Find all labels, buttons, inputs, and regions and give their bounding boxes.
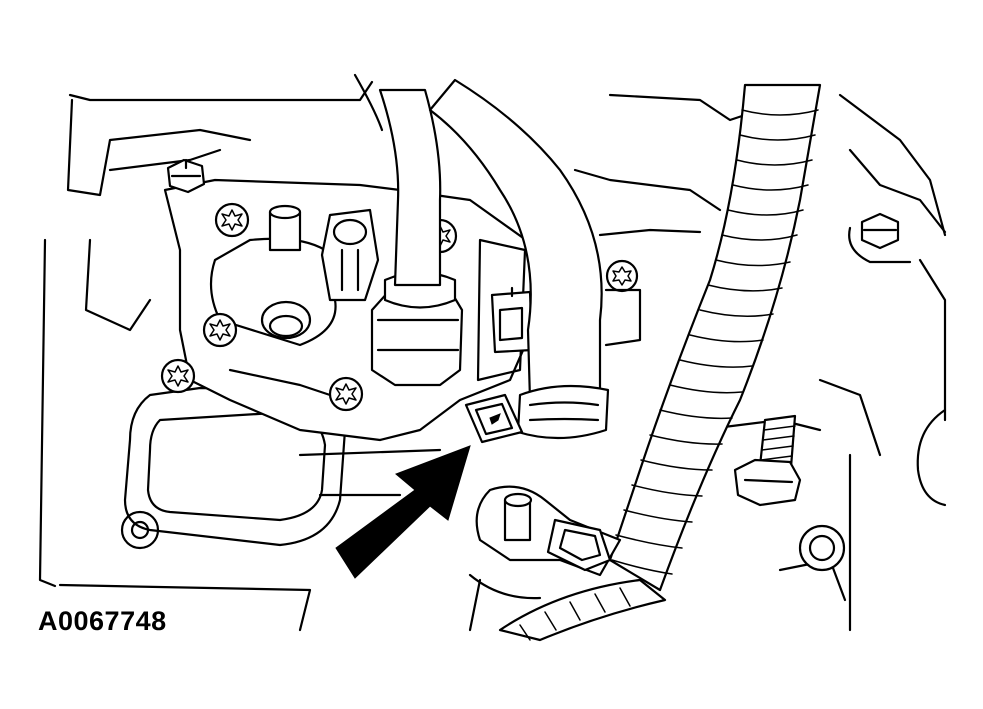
pipe-fitting	[370, 271, 464, 387]
torx-bolt-5	[328, 376, 364, 412]
round-boss	[798, 524, 846, 572]
bracket-clip	[468, 485, 622, 632]
hose-clip	[464, 393, 524, 444]
figure-id-label: A0067748	[38, 606, 167, 636]
torx-bolt-3	[202, 312, 238, 348]
corrugated-conduit-lower	[498, 578, 667, 642]
arrow-pointer-icon	[335, 445, 471, 579]
bolt-hex-left	[166, 158, 206, 194]
sensor-stud	[268, 204, 380, 302]
torx-bolt-6	[604, 259, 642, 347]
corrugated-conduit	[608, 83, 822, 592]
torx-bolt-1	[214, 202, 250, 238]
actuator-cover	[120, 386, 442, 550]
bolt-hex-right	[848, 212, 912, 264]
vacuum-hose-vertical	[353, 73, 442, 287]
threaded-stud	[733, 414, 802, 507]
torx-bolt-4	[160, 358, 196, 394]
electrical-connector	[490, 286, 534, 354]
coolant-hose	[428, 78, 610, 440]
